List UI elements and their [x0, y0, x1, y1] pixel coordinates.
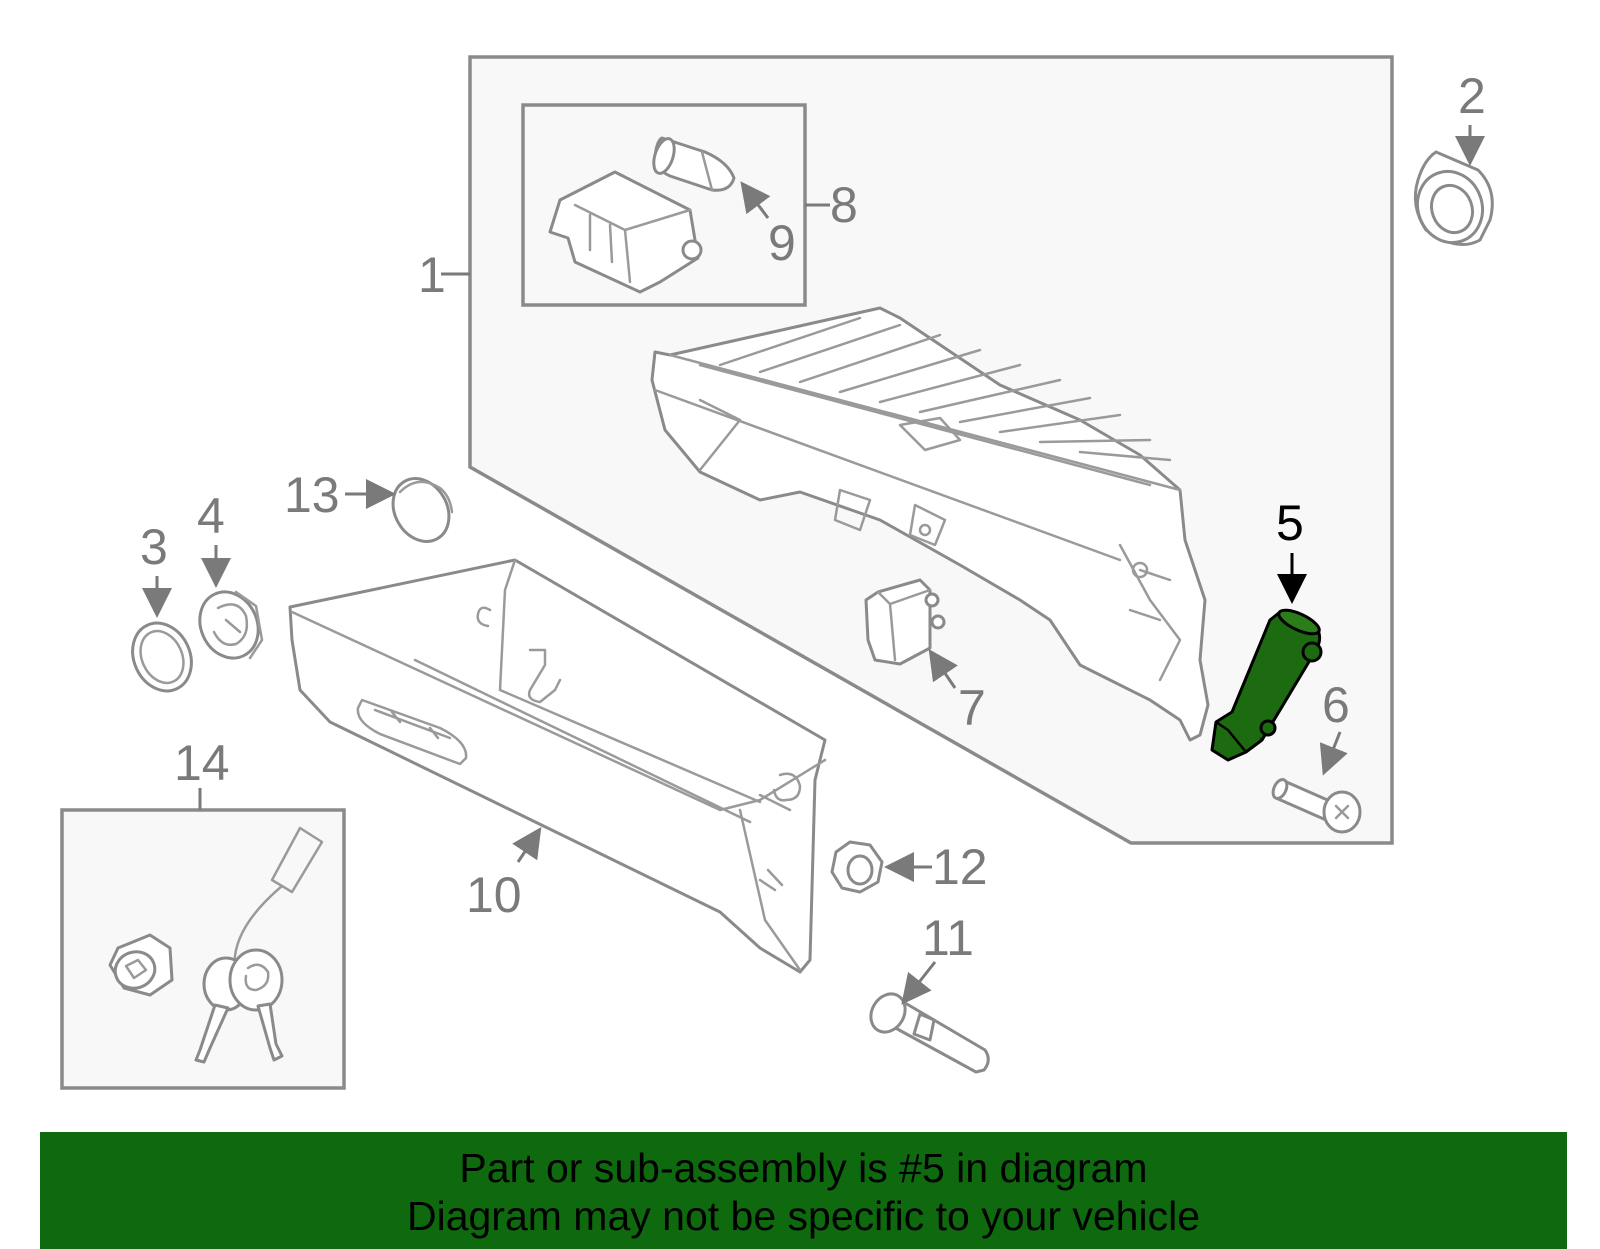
part-6-bolt — [1271, 778, 1362, 834]
part-11-bolt — [869, 992, 990, 1074]
callout-7: 7 — [958, 680, 986, 736]
part-info-banner: Part or sub-assembly is #5 in diagram Di… — [40, 1132, 1567, 1249]
part-4-bracket — [198, 590, 264, 660]
callout-13: 13 — [284, 467, 340, 523]
leader-10 — [512, 827, 542, 863]
leader-7 — [928, 649, 958, 689]
callout-6: 6 — [1322, 677, 1350, 733]
callout-9: 9 — [768, 215, 796, 271]
callout-5[interactable]: 5 — [1276, 495, 1304, 551]
banner-line-1: Part or sub-assembly is #5 in diagram — [459, 1145, 1148, 1191]
callout-14: 14 — [174, 735, 230, 791]
part-3-ring — [131, 621, 193, 693]
callout-4: 4 — [197, 488, 225, 544]
part-7-latch — [864, 578, 946, 666]
leader-6 — [1319, 731, 1348, 776]
callout-1: 1 — [418, 247, 446, 303]
part-14-lock-and-keys — [108, 826, 324, 1064]
part-5-damper-highlighted[interactable] — [1210, 605, 1323, 762]
leader-9 — [740, 181, 771, 219]
part-2-grommet — [1413, 150, 1494, 246]
callout-10: 10 — [466, 867, 522, 923]
part-10-glovebox-door — [288, 558, 827, 974]
part-12-nut — [830, 840, 884, 894]
callout-12: 12 — [932, 839, 988, 895]
callout-11: 11 — [922, 910, 974, 966]
part-9-bulb — [652, 136, 736, 192]
part-1-housing — [650, 306, 1210, 742]
banner-line-2: Diagram may not be specific to your vehi… — [406, 1193, 1200, 1239]
part-8-lamp-housing — [548, 170, 703, 294]
callout-3: 3 — [140, 519, 168, 575]
callout-8: 8 — [830, 177, 858, 233]
callout-2: 2 — [1458, 68, 1486, 124]
leader-11 — [901, 961, 937, 1005]
part-13-cap — [391, 477, 454, 543]
